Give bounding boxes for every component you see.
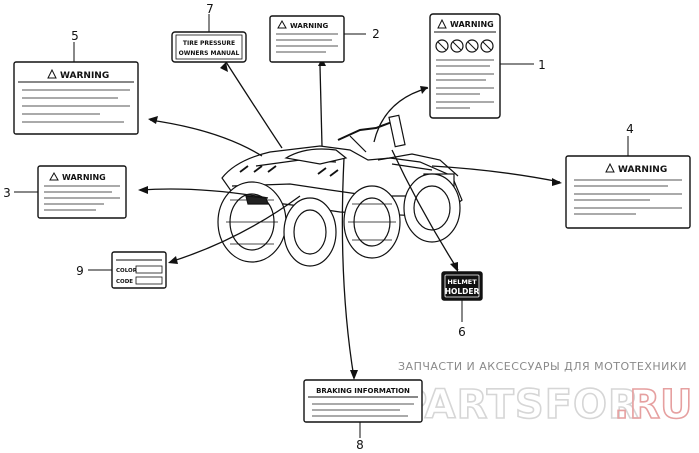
atv-illustration: [217, 114, 463, 267]
color-code-label-9: COLOR CODE: [111, 251, 167, 289]
pictogram-icon: [450, 39, 464, 53]
pictogram-icon: [435, 39, 449, 53]
warning-label-5: WARNING: [13, 61, 139, 135]
label-3-warning-text: WARNING: [62, 173, 106, 182]
pictogram-icon: [465, 39, 479, 53]
warning-label-1: WARNING: [429, 13, 501, 119]
warning-label-4: WARNING: [565, 155, 691, 229]
leader-lines: [139, 61, 561, 379]
callout-numbers: 1 2 3 4 5 6 7 8 9: [3, 2, 634, 452]
label-6-line2: HOLDER: [445, 287, 480, 296]
label-9-color: COLOR: [116, 268, 138, 274]
callout-9: 9: [76, 264, 84, 278]
callout-8: 8: [356, 438, 364, 452]
watermark-caption: ЗАПЧАСТИ И АКСЕССУАРЫ ДЛЯ МОТОТЕХНИКИ: [398, 360, 687, 373]
label-8-title: BRAKING INFORMATION: [316, 387, 410, 395]
label-2-warning-text: WARNING: [290, 22, 329, 30]
warning-label-3: WARNING: [37, 165, 127, 219]
callout-2: 2: [372, 27, 380, 41]
watermark-brand-suffix: .RU: [614, 382, 692, 428]
pictogram-icon: [480, 39, 494, 53]
warning-label-2: WARNING: [269, 15, 345, 63]
braking-label-8: BRAKING INFORMATION: [303, 379, 423, 423]
label-7-line1: TIRE PRESSURE: [183, 40, 235, 47]
callout-6: 6: [458, 325, 466, 339]
label-6-line1: HELMET: [447, 278, 477, 286]
callout-5: 5: [71, 29, 79, 43]
label-7-line2: OWNERS MANUAL: [179, 50, 240, 57]
helmet-holder-label-6: HELMET HOLDER: [441, 271, 483, 301]
callout-1: 1: [538, 58, 546, 72]
label-1-warning-text: WARNING: [450, 20, 494, 29]
callout-4: 4: [626, 122, 634, 136]
label-9-code: CODE: [116, 279, 133, 285]
watermark-brand: PARTSFOR: [398, 382, 640, 428]
callout-3: 3: [3, 186, 11, 200]
callout-7: 7: [206, 2, 214, 16]
arrowheads: [138, 58, 562, 380]
label-4-warning-text: WARNING: [618, 165, 667, 175]
tire-pressure-label-7: TIRE PRESSURE OWNERS MANUAL: [171, 31, 247, 63]
label-5-warning-text: WARNING: [60, 71, 109, 81]
